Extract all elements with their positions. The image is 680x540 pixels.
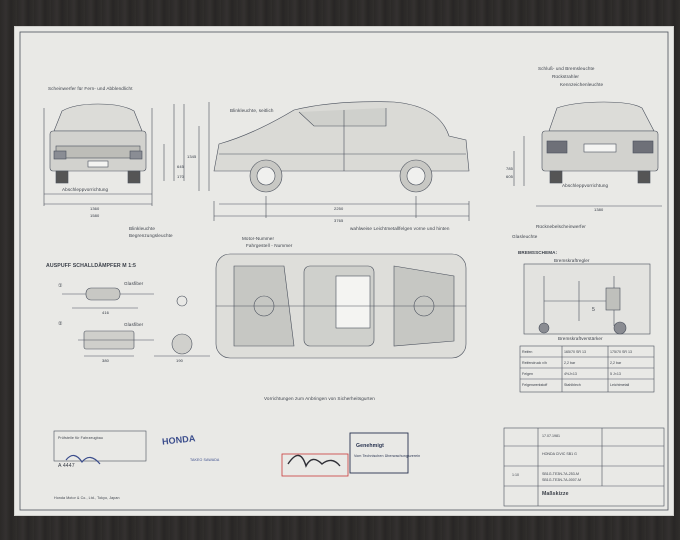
- front-track-dim: 1360: [90, 206, 100, 211]
- left-note: Prüfstelle für Fahrzeugbau: [58, 436, 103, 440]
- sheet-border: [19, 31, 669, 511]
- front-plate-label: Abschleppvorrichtung: [62, 187, 109, 192]
- side-view: [198, 101, 470, 221]
- exhaust-label-1: Glasfiber: [124, 281, 144, 286]
- exhaust-title: AUSPUFF SCHALLDÄMPFER M 1:5: [46, 263, 137, 269]
- exhaust-mark-1: ①: [58, 283, 63, 289]
- title-drawing-no-2: SB1G-TE3N-7A-0007-M: [542, 478, 581, 482]
- brake-mark: 5: [592, 307, 595, 313]
- title-block-grid: [503, 427, 665, 507]
- tire-row-b: 2,2 bar: [610, 361, 622, 365]
- footer-note: Honda Motor & Co., Ltd., Tokyo, Japan: [54, 496, 120, 500]
- top-chassis-label: Fahrgestell - Nummer: [246, 243, 293, 248]
- honda-stamp-sub: TAKEO SAWADA: [190, 458, 220, 462]
- rear-tow-label: Abschleppvorrichtung: [562, 183, 609, 188]
- blueprint-sheet: Scheinwerfer für Fern- und Abblendlicht …: [14, 26, 674, 516]
- side-height-3: 170: [177, 174, 184, 179]
- brake-title: BREMSSCHEMA:: [518, 250, 558, 255]
- side-turn-label: Blinkleuchte, seitlich: [230, 108, 274, 113]
- exhaust-mark-2: ②: [58, 321, 63, 327]
- top-view: [215, 253, 467, 359]
- exhaust-dim-1: 416: [102, 310, 109, 315]
- title-drawing-no: SB1G-TE3N-7A-253-M: [542, 472, 579, 476]
- exhaust-dim-3: 190: [176, 358, 183, 363]
- title-heading: Maßskizze: [542, 491, 569, 497]
- approval-stamp-box: [349, 432, 409, 474]
- note-frame: [53, 430, 147, 462]
- side-wheelbase-dim: 2250: [334, 206, 344, 211]
- brake-scheme: [523, 263, 651, 335]
- rear-track-dim: 1380: [594, 207, 604, 212]
- title-model: HONDA CIVIC SB1 G: [542, 452, 577, 456]
- tire-row-b: 5 J×13: [610, 372, 621, 376]
- document-number: A 4447: [58, 463, 75, 469]
- title-scale: 1:10: [512, 473, 519, 477]
- exhaust-dim-2: 380: [102, 358, 109, 363]
- tire-row-label: Reifen: [522, 350, 533, 354]
- side-length-dim: 3765: [334, 218, 344, 223]
- side-height-2: 645: [177, 164, 184, 169]
- blueprint-drawing: [19, 31, 669, 511]
- tire-row-b: Leichtmetall: [610, 383, 630, 387]
- signature-mark: [287, 454, 341, 468]
- front-width-dim: 1580: [90, 213, 100, 218]
- handwriting-mark: [65, 454, 101, 465]
- tire-row-a: 4½J×13: [564, 372, 577, 376]
- tire-row-a: 165/70 SR 13: [564, 350, 586, 354]
- brake-label-1: Bremskraftregler: [554, 258, 590, 263]
- exhaust-label-2: Glasfiber: [124, 322, 144, 327]
- side-height-1: 1345: [187, 154, 197, 159]
- tire-row-a: 2,2 bar: [564, 361, 576, 365]
- top-engine-label: Motor-Nummer: [242, 236, 275, 241]
- brake-label-2: Bremskraftverstärker: [558, 336, 603, 341]
- rear-extra-label: Glasleuchte: [512, 234, 538, 239]
- side-rim-label: wahlweise Leichtmetallfelgen vorne und h…: [350, 226, 450, 231]
- front-headlight-label: Scheinwerfer für Fern- und Abblendlicht: [48, 86, 133, 91]
- rear-plate-light-label: Kennzeichenleuchte: [560, 82, 604, 87]
- front-bumper-label: Blinkleuchte: [129, 226, 155, 231]
- title-date: 17.07.1981: [542, 434, 560, 438]
- rear-view: [513, 101, 662, 207]
- rear-reflector-label: Rückstrahler: [552, 74, 579, 79]
- front-bumper-label-2: Begrenzungsleuchte: [129, 233, 173, 238]
- rear-tail-label: Schluß- und Bremsleuchte: [538, 66, 595, 71]
- front-view: [43, 103, 185, 206]
- rear-dim-a: 785: [506, 166, 513, 171]
- top-belt-label: Vorrichtungen zum Anbringen von Sicherhe…: [264, 396, 375, 401]
- rear-fog-label: Rücknebelscheinwerfer: [536, 224, 586, 229]
- exhaust-view: [62, 287, 210, 357]
- tire-row-label: Felgenwerkstoff: [522, 383, 548, 387]
- tire-row-a: Stahlblech: [564, 383, 581, 387]
- tire-row-label: Reifendruck v/h: [522, 361, 547, 365]
- approval-stamp-sub: Vom Technischen Überwachungsverein: [354, 454, 421, 458]
- tire-row-b: 175/70 SR 13: [610, 350, 632, 354]
- tire-row-label: Felgen: [522, 372, 533, 376]
- rear-dim-b: 605: [506, 174, 513, 179]
- tire-table-grid: [519, 345, 655, 393]
- red-stamp-frame: [281, 453, 349, 477]
- approval-stamp: Genehmigt: [356, 443, 384, 449]
